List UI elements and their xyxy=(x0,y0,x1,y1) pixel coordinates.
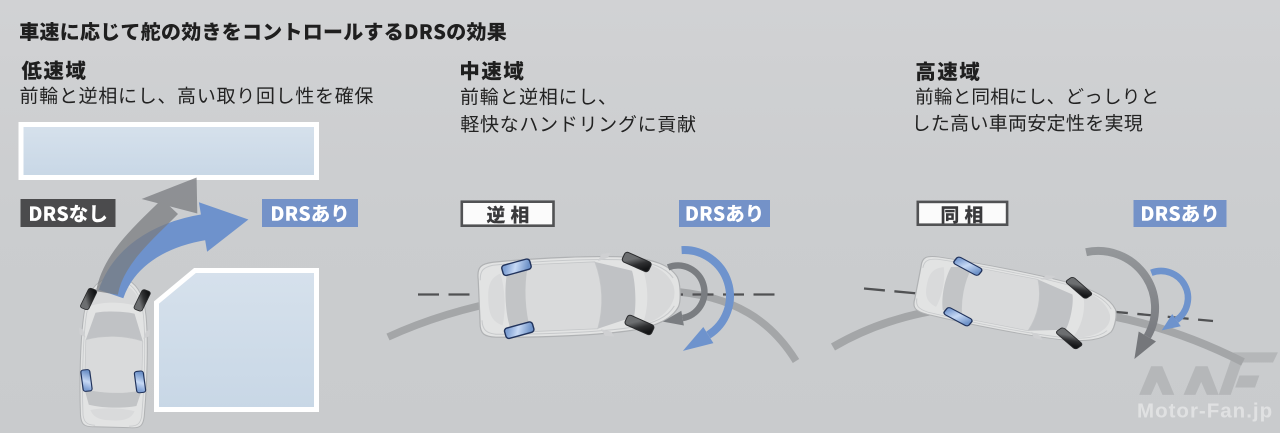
svg-text:Motor-Fan.jp: Motor-Fan.jp xyxy=(1137,400,1273,423)
